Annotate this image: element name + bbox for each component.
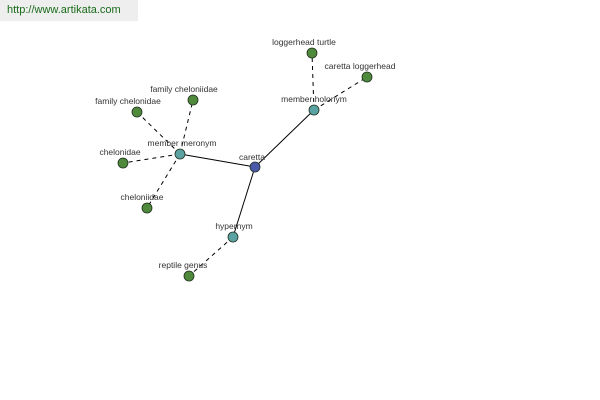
node-label-family-chelonidae[interactable]: family chelonidae xyxy=(95,96,161,106)
edge-member-meronym-to-cheloniidae xyxy=(146,153,181,209)
node-label-loggerhead-turtle[interactable]: loggerhead turtle xyxy=(272,37,336,47)
node-label-reptile-genus[interactable]: reptile genus xyxy=(159,260,208,270)
edge-member-meronym-to-chelonidae xyxy=(122,153,181,164)
node-chelonidae-icon[interactable] xyxy=(117,157,129,169)
edge-member-holonym-to-caretta-loggerhead xyxy=(313,76,368,111)
node-reptile-genus-icon[interactable] xyxy=(183,270,195,282)
node-caretta-icon[interactable] xyxy=(249,161,261,173)
node-label-member-holonym[interactable]: member holonym xyxy=(281,94,347,104)
site-url-text[interactable]: http://www.artikata.com xyxy=(7,4,121,16)
node-label-cheloniidae[interactable]: cheloniidae xyxy=(120,192,163,202)
edge-caretta-to-member-meronym xyxy=(179,153,256,168)
node-member-holonym-icon[interactable] xyxy=(308,104,320,116)
node-label-member-meronym[interactable]: member meronym xyxy=(148,138,217,148)
graph-nodes xyxy=(117,47,373,282)
node-label-caretta[interactable]: caretta xyxy=(239,152,265,162)
edge-caretta-to-hypernym xyxy=(232,166,256,238)
node-label-family-cheloniidae[interactable]: family cheloniidae xyxy=(150,84,218,94)
node-caretta-loggerhead-icon[interactable] xyxy=(361,71,373,83)
graph-labels: caretta member meronym member holonym hyper… xyxy=(95,37,396,270)
node-hypernym-icon[interactable] xyxy=(227,231,239,243)
edge-member-holonym-to-loggerhead-turtle xyxy=(311,52,315,111)
edge-member-meronym-to-family-chelonidae xyxy=(136,111,181,155)
edge-member-meronym-to-family-cheloniidae xyxy=(179,99,194,155)
edge-caretta-to-member-holonym xyxy=(254,109,315,168)
node-label-caretta-loggerhead[interactable]: caretta loggerhead xyxy=(325,61,396,71)
node-loggerhead-turtle-icon[interactable] xyxy=(306,47,318,59)
edge-hypernym-to-reptile-genus xyxy=(188,236,234,277)
node-member-meronym-icon[interactable] xyxy=(174,148,186,160)
node-label-chelonidae[interactable]: chelonidae xyxy=(99,147,140,157)
node-family-chelonidae-icon[interactable] xyxy=(131,106,143,118)
node-family-cheloniidae-icon[interactable] xyxy=(187,94,199,106)
node-cheloniidae-icon[interactable] xyxy=(141,202,153,214)
site-url-banner[interactable]: http://www.artikata.com xyxy=(0,0,138,21)
graph-edges xyxy=(122,52,368,277)
node-label-hypernym[interactable]: hypernym xyxy=(215,221,252,231)
